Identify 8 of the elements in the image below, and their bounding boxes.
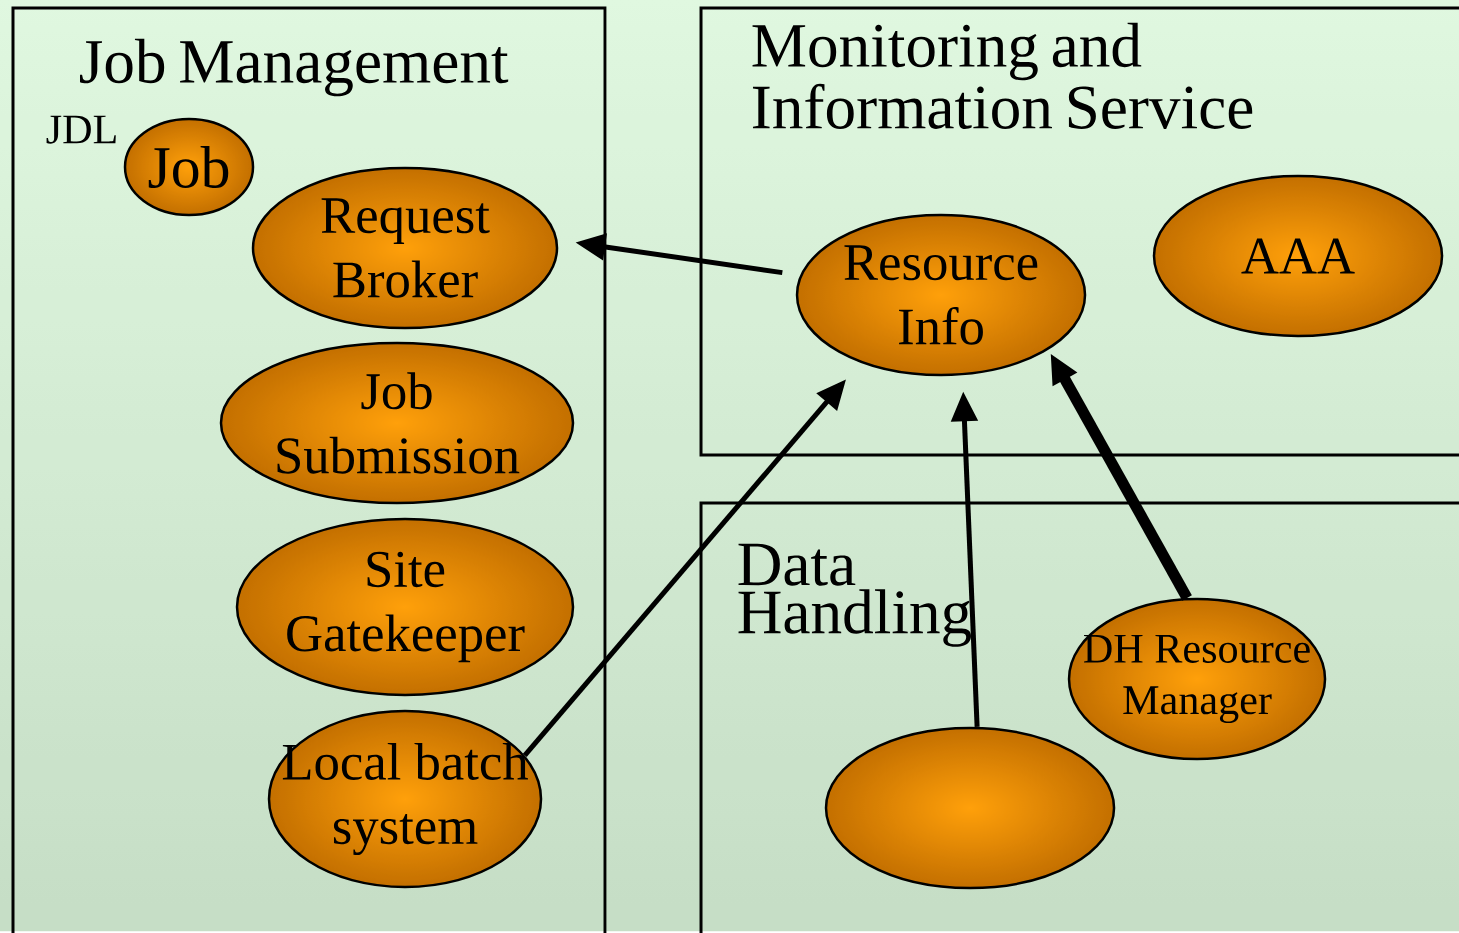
group-box	[11, 6, 607, 933]
box-heading: Data Handling	[738, 543, 971, 647]
group-box	[699, 6, 1459, 457]
box-heading: Job Management	[80, 38, 509, 97]
box-heading: Monitoring and Information Service	[752, 22, 1253, 129]
node-caption: JDL	[46, 115, 116, 144]
process-ellipse	[824, 726, 1116, 890]
group-box	[699, 501, 1459, 933]
